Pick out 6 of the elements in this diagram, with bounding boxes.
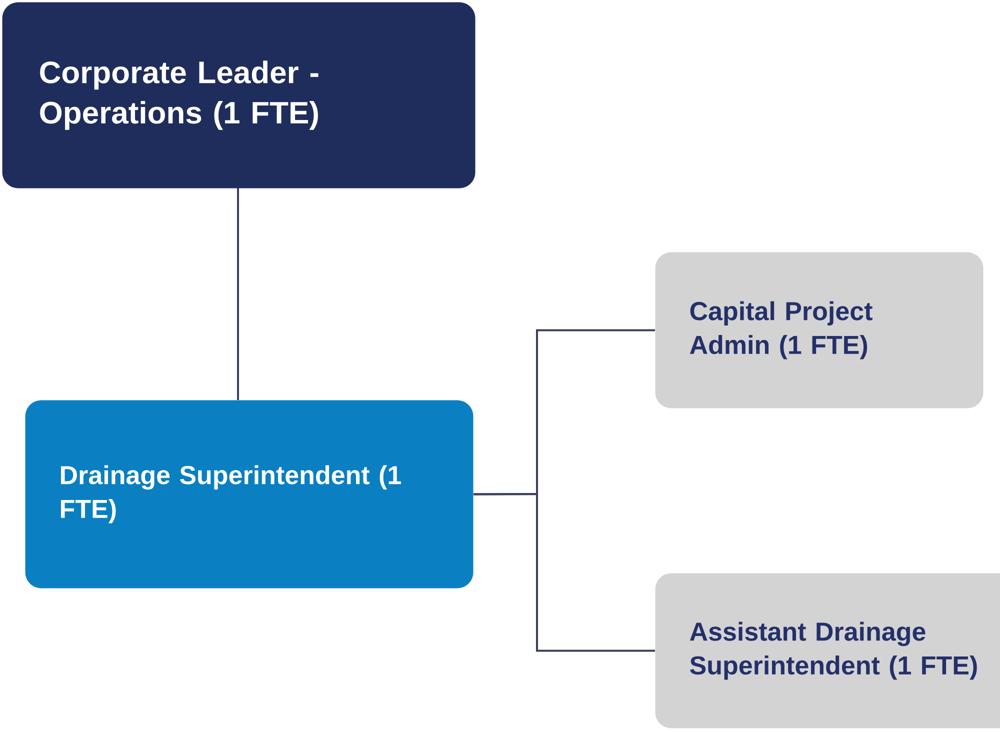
org-box: Corporate Leader - Operations (1 FTE)	[2, 2, 476, 188]
connector-line	[474, 493, 655, 652]
org-box: Drainage Superintendent (1 FTE)	[25, 400, 474, 588]
org-box: Assistant Drainage Superintendent (1 FTE)	[655, 573, 1000, 728]
connector-line	[237, 188, 239, 400]
org-box: Capital Project Admin (1 FTE)	[655, 252, 984, 408]
